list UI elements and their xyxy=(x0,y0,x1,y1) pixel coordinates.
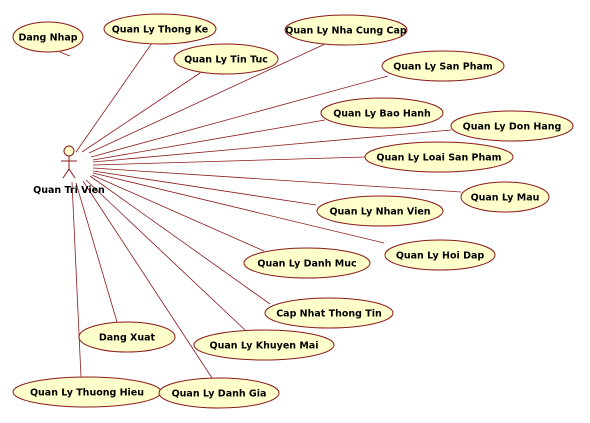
use-case-label: Quan Ly Nha Cung Cap xyxy=(285,26,407,37)
use-case-label: Quan Ly Bao Hanh xyxy=(333,109,431,120)
association-quan-ly-danh-muc xyxy=(91,174,265,252)
use-case-label: Quan Ly Khuyen Mai xyxy=(210,341,319,352)
use-case-ellipse xyxy=(264,297,394,329)
use-case-label: Quan Ly Tin Tuc xyxy=(184,55,268,66)
association-quan-ly-don-hang xyxy=(92,129,452,163)
use-case-ellipse xyxy=(460,181,550,213)
use-case-quan-ly-mau[interactable]: Quan Ly Mau xyxy=(460,181,550,213)
association-quan-ly-thong-ke xyxy=(75,42,153,153)
use-case-quan-ly-hoi-dap[interactable]: Quan Ly Hoi Dap xyxy=(384,239,496,271)
use-case-label: Quan Ly Mau xyxy=(471,193,540,204)
use-case-quan-ly-danh-muc[interactable]: Quan Ly Danh Muc xyxy=(243,247,371,279)
use-case-quan-ly-nhan-vien[interactable]: Quan Ly Nhan Vien xyxy=(316,195,444,227)
association-quan-ly-mau xyxy=(92,167,462,193)
associations xyxy=(59,42,462,379)
actor-head xyxy=(63,145,75,157)
association-cap-nhat-thong-tin xyxy=(89,175,271,305)
use-case-label: Quan Ly Danh Gia xyxy=(172,389,267,400)
association-quan-ly-hoi-dap xyxy=(92,172,385,244)
use-case-cap-nhat-thong-tin[interactable]: Cap Nhat Thong Tin xyxy=(264,297,394,329)
use-case-label: Quan Ly Loai San Pham xyxy=(376,153,501,164)
association-dang-xuat xyxy=(75,182,118,323)
use-case-ellipse xyxy=(384,239,496,271)
use-case-label: Quan Ly Thong Ke xyxy=(112,25,209,36)
association-quan-ly-nha-cung-cap xyxy=(88,43,326,154)
use-case-ellipse xyxy=(12,21,84,53)
use-case-quan-ly-khuyen-mai[interactable]: Quan Ly Khuyen Mai xyxy=(193,329,335,361)
use-case-quan-ly-nha-cung-cap[interactable]: Quan Ly Nha Cung Cap xyxy=(284,14,408,46)
use-case-ellipse xyxy=(316,195,444,227)
use-case-quan-ly-bao-hanh[interactable]: Quan Ly Bao Hanh xyxy=(320,97,444,129)
use-case-label: Quan Ly Thuong Hieu xyxy=(30,388,144,399)
association-quan-ly-khuyen-mai xyxy=(85,179,246,331)
association-quan-ly-thuong-hieu xyxy=(71,181,82,378)
use-case-quan-ly-loai-san-pham[interactable]: Quan Ly Loai San Pham xyxy=(364,141,514,173)
use-case-label: Quan Ly Danh Muc xyxy=(257,259,356,270)
actor-right-leg xyxy=(68,168,76,179)
association-quan-ly-san-pham xyxy=(90,75,389,158)
use-case-ellipse xyxy=(78,321,176,353)
use-case-ellipse xyxy=(320,97,444,129)
actor-label: Quan Tri Vien xyxy=(33,185,105,196)
actor-left-leg xyxy=(62,168,70,179)
use-case-quan-ly-tin-tuc[interactable]: Quan Ly Tin Tuc xyxy=(173,43,279,75)
use-case-quan-ly-thong-ke[interactable]: Quan Ly Thong Ke xyxy=(103,13,217,45)
use-case-label: Quan Ly Hoi Dap xyxy=(396,251,485,262)
use-case-ellipse xyxy=(243,247,371,279)
use-case-dang-nhap[interactable]: Dang Nhap xyxy=(12,21,84,53)
use-case-label: Dang Xuat xyxy=(99,333,156,344)
use-case-ellipse xyxy=(284,14,408,46)
association-quan-ly-nhan-vien xyxy=(92,170,317,206)
use-case-quan-ly-danh-gia[interactable]: Quan Ly Danh Gia xyxy=(158,377,280,409)
use-case-label: Quan Ly Don Hang xyxy=(463,122,562,133)
use-case-ellipse xyxy=(193,329,335,361)
use-case-ellipse xyxy=(450,110,574,142)
use-case-ellipse xyxy=(173,43,279,75)
use-case-ellipse xyxy=(158,377,280,409)
use-case-quan-ly-don-hang[interactable]: Quan Ly Don Hang xyxy=(450,110,574,142)
use-case-ellipse xyxy=(381,50,505,82)
use-case-dang-xuat[interactable]: Dang Xuat xyxy=(78,321,176,353)
use-cases: Dang Nhap Quan Ly Thong Ke Quan Ly Tin Tuc… xyxy=(12,13,574,409)
association-quan-ly-tin-tuc xyxy=(81,72,201,153)
use-case-quan-ly-thuong-hieu[interactable]: Quan Ly Thuong Hieu xyxy=(12,376,162,408)
association-quan-ly-danh-gia xyxy=(82,180,213,379)
use-case-quan-ly-san-pham[interactable]: Quan Ly San Pham xyxy=(381,50,505,82)
association-dang-nhap xyxy=(59,51,71,57)
use-case-ellipse xyxy=(364,141,514,173)
association-quan-ly-bao-hanh xyxy=(92,119,326,161)
use-case-label: Cap Nhat Thong Tin xyxy=(276,309,382,320)
use-case-label: Quan Ly San Pham xyxy=(393,62,493,73)
association-quan-ly-loai-san-pham xyxy=(92,156,366,166)
use-case-label: Dang Nhap xyxy=(18,33,77,44)
use-case-ellipse xyxy=(103,13,217,45)
actor: Quan Tri Vien xyxy=(33,145,105,196)
use-case-label: Quan Ly Nhan Vien xyxy=(329,207,430,218)
